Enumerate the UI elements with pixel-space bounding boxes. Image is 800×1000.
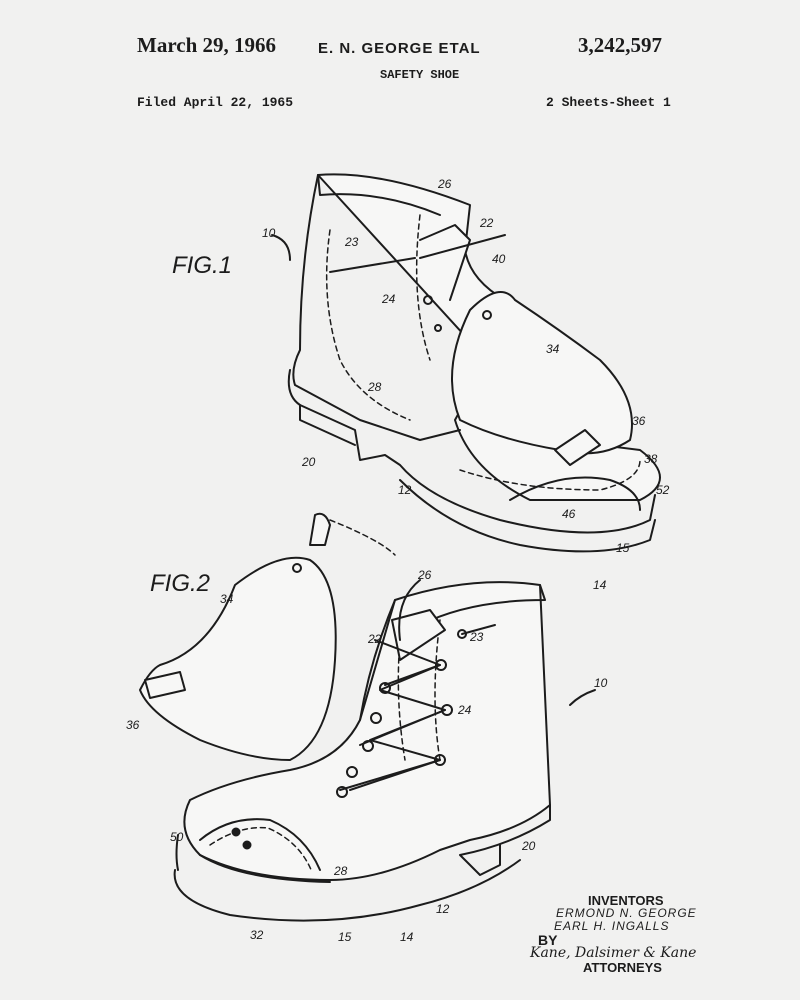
fig2-label: FIG.2 — [150, 570, 211, 597]
ref-numeral: 10 — [594, 676, 608, 690]
ref-numeral: 28 — [334, 864, 348, 878]
ref-numeral: 34 — [220, 592, 234, 606]
patent-date: March 29, 1966 — [137, 33, 277, 57]
ref-numeral: 20 — [522, 839, 536, 853]
filed-date: Filed April 22, 1965 — [137, 95, 294, 110]
ref-numeral: 36 — [632, 414, 646, 428]
inventors-label: INVENTORS — [588, 893, 664, 908]
ref-numeral: 40 — [492, 252, 506, 266]
ref-numeral: 14 — [400, 930, 414, 944]
ref-numeral: 23 — [470, 630, 484, 644]
attorneys-label: ATTORNEYS — [583, 960, 662, 975]
ref-numeral: 32 — [250, 928, 264, 942]
patent-title: SAFETY SHOE — [380, 68, 460, 82]
ref-numeral: 12 — [436, 902, 450, 916]
ref-numeral: 24 — [458, 703, 472, 717]
sheet-count: 2 Sheets-Sheet 1 — [546, 95, 671, 110]
attorney-signature: Kane, Dalsimer & Kane — [530, 945, 697, 961]
ref-numeral: 26 — [438, 177, 452, 191]
inventor-2: EARL H. INGALLS — [554, 919, 670, 933]
ref-numeral: 10 — [262, 226, 276, 240]
patent-number: 3,242,597 — [578, 33, 662, 57]
leader-arrow-icon — [271, 234, 291, 261]
fig1-label: FIG.1 — [172, 252, 233, 279]
by-label: BY — [538, 932, 558, 948]
ref-numeral: 22 — [368, 632, 382, 646]
ref-numeral: 38 — [644, 452, 658, 466]
ref-numeral: 15 — [338, 930, 352, 944]
fig2-toe-cap — [139, 512, 396, 761]
ref-numeral: 22 — [480, 216, 494, 230]
inventor-1: ERMOND N. GEORGE — [556, 906, 697, 920]
ref-numeral: 12 — [398, 483, 412, 497]
ref-numeral: 36 — [126, 718, 140, 732]
inventor-short: E. N. GEORGE ETAL — [318, 40, 481, 57]
leader-arrow-icon — [569, 689, 596, 706]
ref-numeral: 34 — [546, 342, 560, 356]
fig1-boot — [287, 173, 661, 553]
ref-numeral: 20 — [302, 455, 316, 469]
ref-numeral: 46 — [562, 507, 576, 521]
ref-numeral: 14 — [593, 578, 607, 592]
ref-numeral: 15 — [616, 541, 630, 555]
ref-numeral: 50 — [170, 830, 184, 844]
fig2-boot — [173, 579, 551, 922]
ref-numeral: 52 — [656, 483, 670, 497]
ref-numeral: 28 — [368, 380, 382, 394]
ref-numeral: 24 — [382, 292, 396, 306]
ref-numeral: 26 — [418, 568, 432, 582]
ref-numeral: 23 — [345, 235, 359, 249]
